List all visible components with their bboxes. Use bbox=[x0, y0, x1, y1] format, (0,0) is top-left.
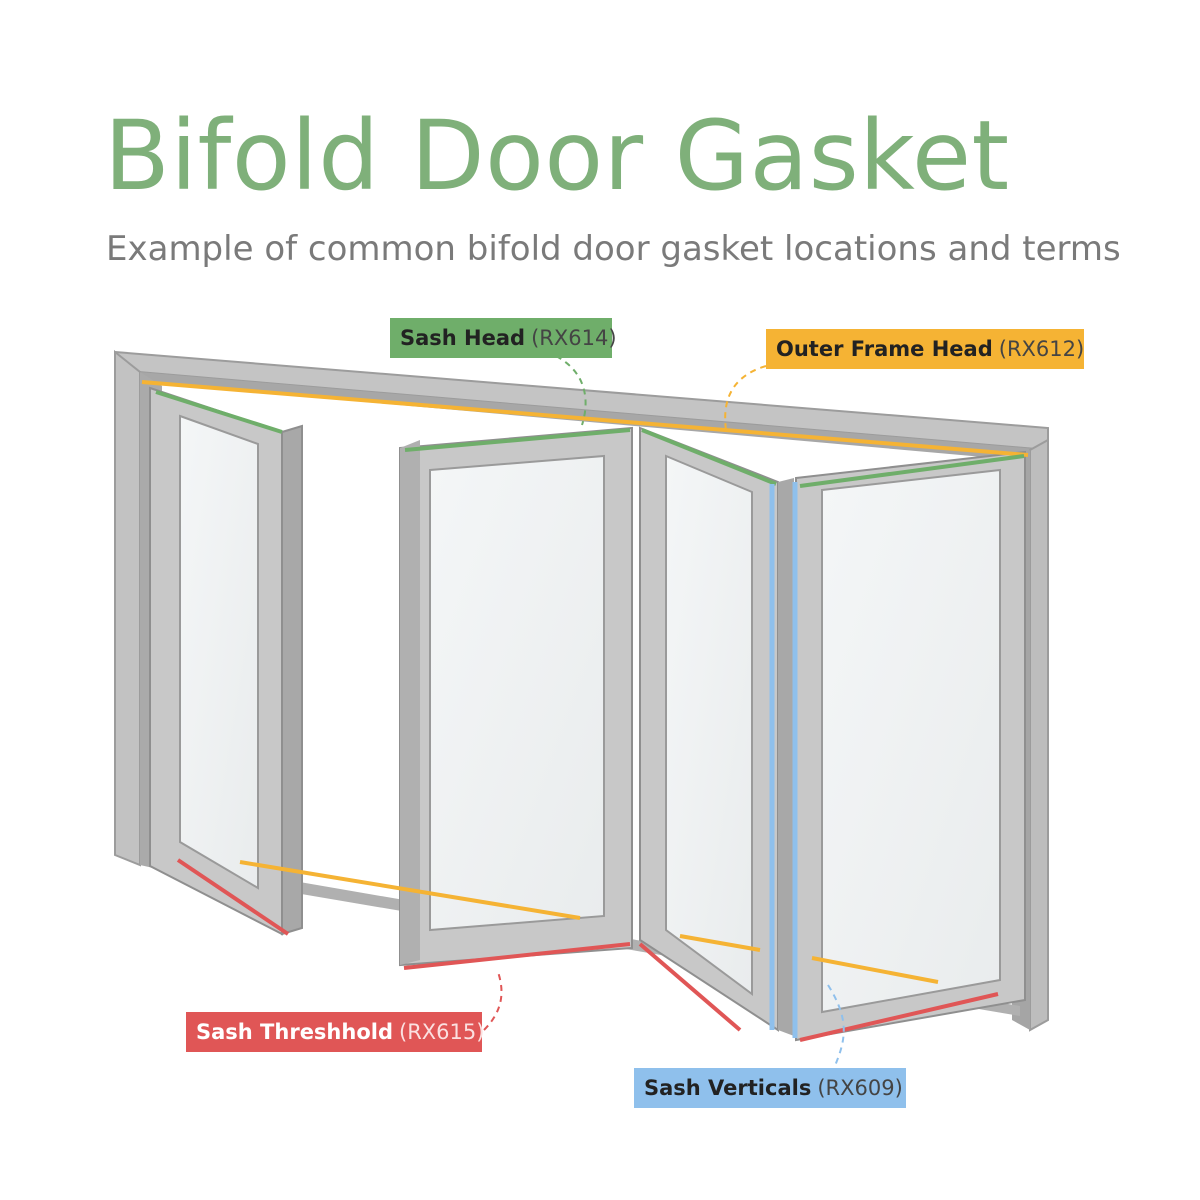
outer-frame-head-gasket bbox=[141, 380, 1029, 457]
sash-threshhold-gasket bbox=[638, 942, 742, 1032]
sash-head-gasket bbox=[155, 390, 283, 434]
leader-lines bbox=[483, 355, 845, 1069]
callout-sash-threshhold: Sash Threshhold (RX615) bbox=[186, 1012, 485, 1052]
callout-sash-verticals-label: Sash Verticals bbox=[644, 1076, 812, 1100]
callout-sash-head-code: (RX614) bbox=[531, 326, 617, 350]
gasket-lines bbox=[141, 380, 1029, 1042]
sash-threshhold-leader bbox=[483, 971, 503, 1031]
sash-head-gasket bbox=[799, 454, 1025, 488]
sash-panel-2 bbox=[399, 426, 633, 967]
callout-outer-frame-head-code: (RX612) bbox=[998, 337, 1085, 361]
callout-sash-verticals-code: (RX609) bbox=[817, 1076, 903, 1100]
callout-sash-head: Sash Head (RX614) bbox=[390, 318, 617, 358]
outer-frame-sill-gasket bbox=[679, 934, 761, 952]
sash-panel-1 bbox=[149, 386, 303, 936]
callout-sash-threshhold-label: Sash Threshhold bbox=[196, 1020, 393, 1044]
sash-threshhold-gasket bbox=[176, 858, 290, 936]
callout-sash-threshhold-code: (RX615) bbox=[399, 1020, 485, 1044]
sash-head-gasket bbox=[641, 428, 777, 486]
outer-frame-sill-gasket bbox=[811, 956, 939, 984]
page-subtitle: Example of common bifold door gasket loc… bbox=[106, 229, 1121, 269]
sash-threshhold-gasket bbox=[403, 942, 631, 970]
callout-outer-frame-head-label: Outer Frame Head bbox=[776, 337, 993, 361]
sash-verticals-leader bbox=[827, 984, 845, 1069]
sash-panel-4 bbox=[795, 450, 1026, 1042]
callout-outer-frame-head: Outer Frame Head (RX612) bbox=[766, 329, 1084, 369]
callout-sash-head-label: Sash Head bbox=[400, 326, 526, 350]
outer-frame-sill-gasket bbox=[239, 860, 581, 920]
page-title: Bifold Door Gasket bbox=[104, 100, 1010, 212]
sash-threshhold-gasket bbox=[799, 992, 999, 1042]
sash-head-gasket bbox=[404, 428, 631, 452]
sash-panel-3 bbox=[639, 426, 794, 1036]
callout-sash-verticals: Sash Verticals (RX609) bbox=[634, 1068, 906, 1108]
